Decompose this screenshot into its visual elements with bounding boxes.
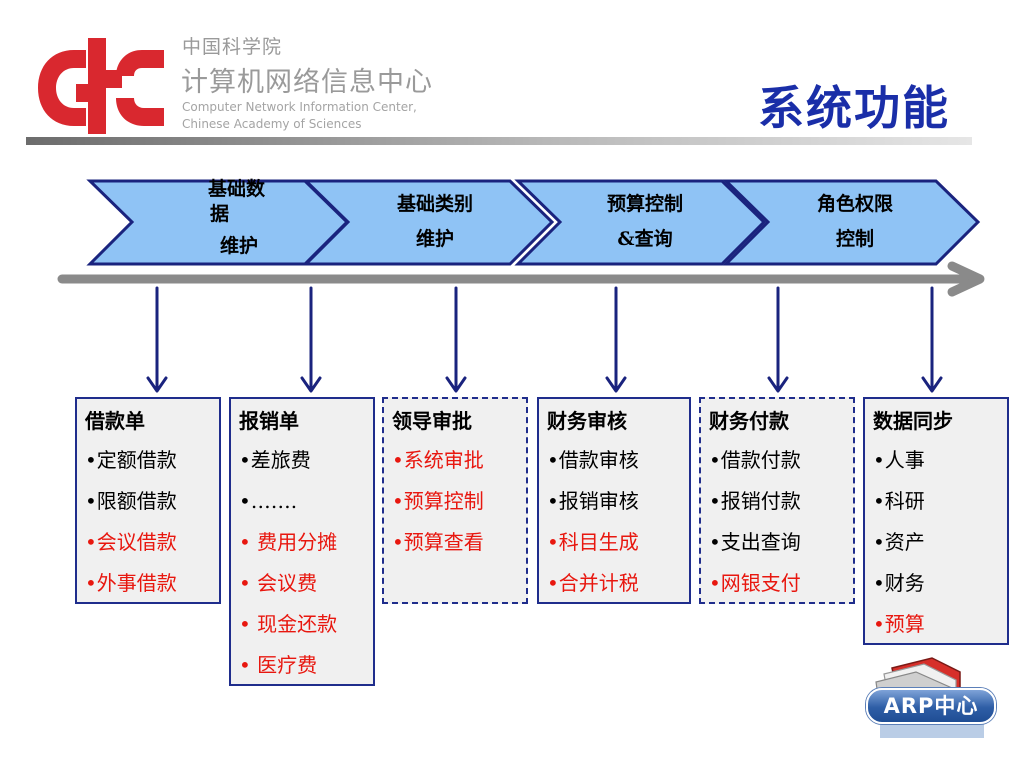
header-divider [26,137,972,145]
module-title: 领导审批 [392,409,472,433]
module-title: 借款单 [85,409,145,433]
module-item-list: •借款付款 •报销付款 •支出查询 •网银支付 [709,440,853,604]
down-arrow-6 [921,286,943,393]
org-name-cn-small: 中国科学院 [182,36,283,58]
module-item: •资产 [873,530,925,554]
chevron-stage-4 [722,179,981,266]
arp-badge-label: ARP中心 [866,688,996,724]
stage-1-line-3: 维护 [220,235,259,258]
module-item: •科研 [873,489,925,513]
module-item: •人事 [873,448,925,472]
module-item: •外事借款 [85,571,177,595]
module-box-6: 数据同步 •人事 •科研 •资产 •财务 •预算 [863,397,1009,645]
module-item: •支出查询 [709,530,801,554]
module-item-list: •系统审批 •预算控制 •预算查看 [392,440,526,563]
module-item: •限额借款 [85,489,177,513]
module-item: •差旅费 [239,448,311,472]
module-item-list: •差旅费 •……. • 费用分摊 • 会议费 • 现金还款 • 医疗费 [239,440,373,686]
stage-label-4: 角色权限 控制 [790,190,920,255]
chevron-stage-2 [302,179,555,266]
module-box-4: 财务审核 •借款审核 •报销审核 •科目生成 •合并计税 [537,397,691,604]
org-name-cn-large: 计算机网络信息中心 [181,67,433,98]
module-box-1: 借款单 •定额借款 •限额借款 •会议借款 •外事借款 [75,397,221,604]
module-item: •借款付款 [709,448,801,472]
module-item: • 会议费 [239,571,318,595]
module-item: • 费用分摊 [239,530,338,554]
down-arrow-5 [767,286,789,393]
org-name-en-line1: Computer Network Information Center, [182,100,417,114]
module-item: •系统审批 [392,448,484,472]
module-title: 财务付款 [709,409,789,433]
arp-badge: ARP中心 [862,652,998,748]
module-box-2: 报销单 •差旅费 •……. • 费用分摊 • 会议费 • 现金还款 • 医疗费 [229,397,375,686]
module-item-list: •借款审核 •报销审核 •科目生成 •合并计税 [547,440,689,604]
module-item: •报销审核 [547,489,639,513]
cnic-logo [38,38,164,134]
module-title: 数据同步 [873,409,953,433]
stage-1-line-2: 据 [210,202,230,225]
stage-label-2: 基础类别 维护 [370,190,500,255]
module-item: • 医疗费 [239,653,318,677]
down-arrow-4 [605,286,627,393]
module-item: •财务 [873,571,925,595]
module-item: •预算 [873,612,925,636]
module-item: •……. [239,489,298,513]
module-item: •预算查看 [392,530,484,554]
module-item: •定额借款 [85,448,177,472]
stage-4-line-2: 控制 [835,228,874,251]
stage-3-line-1: 预算控制 [606,193,683,215]
down-arrow-2 [300,286,322,393]
chevron-stage-3 [514,179,767,266]
module-item-list: •人事 •科研 •资产 •财务 •预算 [873,440,1007,645]
module-box-5: 财务付款 •借款付款 •报销付款 •支出查询 •网银支付 [699,397,855,604]
stage-4-line-1: 角色权限 [816,193,893,215]
stage-label-3: 预算控制 &查询 [580,190,710,255]
module-item: •借款审核 [547,448,639,472]
module-item: •会议借款 [85,530,177,554]
module-item: •科目生成 [547,530,639,554]
timeline-arrowhead [947,261,985,297]
stage-1-line-1: 基础数 [208,178,266,200]
stage-2-line-2: 维护 [415,228,454,251]
module-box-3: 领导审批 •系统审批 •预算控制 •预算查看 [382,397,528,604]
module-title: 财务审核 [547,409,627,433]
module-item: •报销付款 [709,489,801,513]
stage-2-line-1: 基础类别 [396,193,473,215]
down-arrow-1 [146,286,168,393]
down-arrows [146,286,943,393]
page-title: 系统功能 [758,81,950,135]
org-name-en-line2: Chinese Academy of Sciences [182,117,362,131]
module-title: 报销单 [239,409,299,433]
module-item: •网银支付 [709,571,801,595]
module-item: • 现金还款 [239,612,338,636]
stage-3-line-2: &查询 [617,228,673,251]
module-item: •合并计税 [547,571,639,595]
module-item: •预算控制 [392,489,484,513]
stage-label-1: 基础数 据 维护 [200,177,280,259]
module-item-list: •定额借款 •限额借款 •会议借款 •外事借款 [85,440,219,604]
down-arrow-3 [445,286,467,393]
